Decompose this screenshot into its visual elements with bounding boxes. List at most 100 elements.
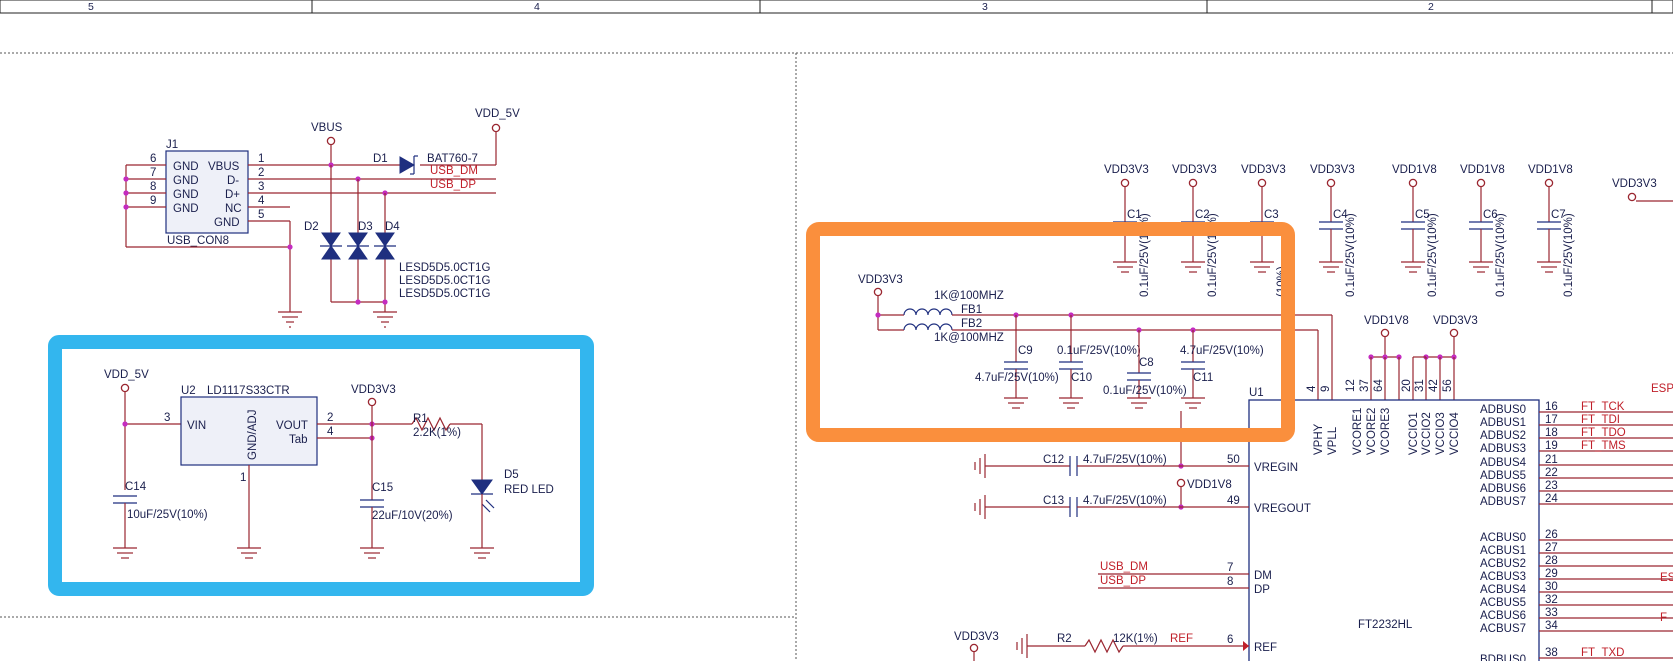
u1-adbus-name: ADBUS0	[1480, 404, 1526, 416]
u1-top-pin-name: VCCIO2	[1421, 412, 1433, 455]
ground-icon	[1181, 261, 1205, 273]
esp-net: ES	[1660, 572, 1673, 584]
ferrite-filter[interactable]: VDD3V3 1K@100MHZ FB1 FB2 1K@100MHZ C9 4.…	[858, 274, 1333, 409]
d1-diode[interactable]: D1 BAT760-7	[373, 153, 478, 175]
svg-text:3: 3	[164, 412, 170, 424]
jtag-net: FT_TDO	[1581, 427, 1626, 439]
svg-text:GND: GND	[173, 161, 199, 173]
u1-part: FT2232HL	[1358, 619, 1413, 631]
u1-adbus-name: ADBUS1	[1480, 417, 1526, 429]
u1-acbus-number: 33	[1545, 607, 1558, 619]
txd-net: FT_TXD	[1581, 647, 1624, 659]
u1-adbus-number: 24	[1545, 493, 1558, 505]
ft2232-chip[interactable]: U1 FT2232HL 4VPHY9VPLL12VCORE137VCORE264…	[1227, 379, 1673, 661]
ground-icon	[1401, 261, 1425, 273]
usb-dp-net: USB_DP	[1100, 575, 1146, 587]
ground-icon	[237, 547, 261, 559]
u1-acbus-name: ACBUS7	[1480, 623, 1526, 635]
svg-text:C8: C8	[1139, 357, 1154, 369]
svg-text:1K@100MHZ: 1K@100MHZ	[934, 290, 1004, 302]
svg-text:NC: NC	[225, 203, 242, 215]
svg-text:GND: GND	[173, 175, 199, 187]
u1-acbus-number: 28	[1545, 555, 1558, 567]
u1-top-pin-number: 20	[1401, 379, 1413, 392]
u1-ref: U1	[1249, 387, 1264, 399]
svg-text:GND: GND	[214, 217, 240, 229]
svg-text:LESD5D5.0CT1G: LESD5D5.0CT1G	[399, 262, 490, 274]
u1-bdbus-number: 38	[1545, 647, 1558, 659]
cap-ref: C5	[1415, 209, 1430, 221]
supply-label: VDD1V8	[1392, 164, 1437, 176]
svg-text:4.7uF/25V(10%): 4.7uF/25V(10%)	[1180, 345, 1264, 357]
u1-acbus-number: 30	[1545, 581, 1558, 593]
ground-icon	[113, 547, 137, 559]
u1-adbus-number: 17	[1545, 414, 1558, 426]
u1-acbus-name: ACBUS5	[1480, 597, 1526, 609]
svg-text:C10: C10	[1071, 372, 1092, 384]
u2-ref: U2	[181, 385, 196, 397]
u1-top-pin-number: 64	[1373, 379, 1385, 392]
vreg-caps[interactable]: C12 4.7uF/25V(10%) VDD1V8 C13 4.7uF/25V(…	[954, 411, 1249, 661]
svg-text:C14: C14	[125, 481, 147, 493]
svg-text:R2: R2	[1057, 633, 1072, 645]
svg-text:6: 6	[150, 153, 156, 165]
svg-text:5: 5	[258, 209, 264, 221]
svg-text:2.2K(1%): 2.2K(1%)	[413, 427, 461, 439]
u1-bdbus-name: BDBUS0	[1480, 654, 1526, 661]
u1-acbus-number: 26	[1545, 529, 1558, 541]
u1-adbus-name: ADBUS3	[1480, 443, 1526, 455]
usb-dm-net: USB_DM	[1100, 561, 1148, 573]
r1-resistor[interactable]: R1 2.2K(1%)	[411, 413, 483, 480]
usb-connector[interactable]: J1 USB_CON8 6 7 8 9 GND GND GND GND VBUS…	[123, 139, 496, 328]
svg-text:4.7uF/25V(10%): 4.7uF/25V(10%)	[975, 372, 1059, 384]
regulator-block[interactable]: VDD_5V 3 C14 10uF/25V(10%) U2 LD1117S33C…	[104, 369, 554, 559]
ground-icon	[1127, 397, 1151, 409]
d5-led[interactable]: D5 RED LED	[471, 469, 554, 548]
supply-label: VDD3V3	[1310, 164, 1355, 176]
ground-icon	[1250, 261, 1274, 273]
usb-protection[interactable]: VBUS VDD_5V D1 BAT760-7 USB_DM USB_DP	[304, 108, 520, 328]
svg-text:BAT760-7: BAT760-7	[427, 153, 478, 165]
vdd3v3-label: VDD3V3	[351, 384, 396, 396]
zone-label: 2	[1428, 1, 1434, 13]
ground-icon	[974, 495, 986, 519]
ground-icon	[373, 311, 397, 328]
u1-left-pin-name: VREGIN	[1254, 462, 1298, 474]
ground-icon	[1004, 397, 1028, 409]
svg-text:Tab: Tab	[289, 434, 308, 446]
vbus-label: VBUS	[311, 122, 343, 134]
svg-text:D4: D4	[385, 221, 400, 233]
svg-text:3: 3	[258, 181, 264, 193]
vdd1v8-label: VDD1V8	[1187, 479, 1232, 491]
c14-capacitor[interactable]: C14 10uF/25V(10%)	[113, 481, 208, 548]
u1-acbus-name: ACBUS0	[1480, 532, 1526, 544]
regulator-highlight	[48, 335, 594, 596]
u1-acbus-name: ACBUS1	[1480, 545, 1526, 557]
u1-left-pin-name: REF	[1254, 642, 1277, 654]
esp-net: F	[1660, 612, 1667, 624]
svg-text:0.1uF/25V(10%): 0.1uF/25V(10%)	[1103, 385, 1187, 397]
ground-icon	[278, 311, 302, 328]
svg-text:4: 4	[258, 195, 265, 207]
c15-capacitor[interactable]: C15 22uF/10V(20%)	[360, 482, 453, 548]
ground-icon	[1319, 261, 1343, 273]
ground-icon	[1469, 261, 1493, 273]
svg-text:VIN: VIN	[187, 420, 206, 432]
svg-text:7: 7	[150, 167, 156, 179]
svg-text:12K(1%): 12K(1%)	[1113, 633, 1158, 645]
zone-label: 3	[982, 1, 988, 13]
cap-ref: C6	[1483, 209, 1498, 221]
jtag-net: FT_TMS	[1581, 440, 1626, 452]
svg-text:VBUS: VBUS	[208, 161, 240, 173]
ferrite-bead-icon	[903, 308, 953, 331]
u1-acbus-number: 34	[1545, 620, 1558, 632]
svg-text:4: 4	[327, 426, 334, 438]
cap-ref: C1	[1127, 209, 1142, 221]
cap-value: 0.1uF/25V(10%)	[1345, 213, 1357, 297]
u1-top-pin-number: 37	[1359, 379, 1371, 392]
usb-part: USB_CON8	[167, 235, 229, 247]
u1-adbus-name: ADBUS4	[1480, 457, 1527, 469]
svg-text:D3: D3	[358, 221, 373, 233]
svg-text:RED LED: RED LED	[504, 484, 554, 496]
svg-text:C15: C15	[372, 482, 393, 494]
